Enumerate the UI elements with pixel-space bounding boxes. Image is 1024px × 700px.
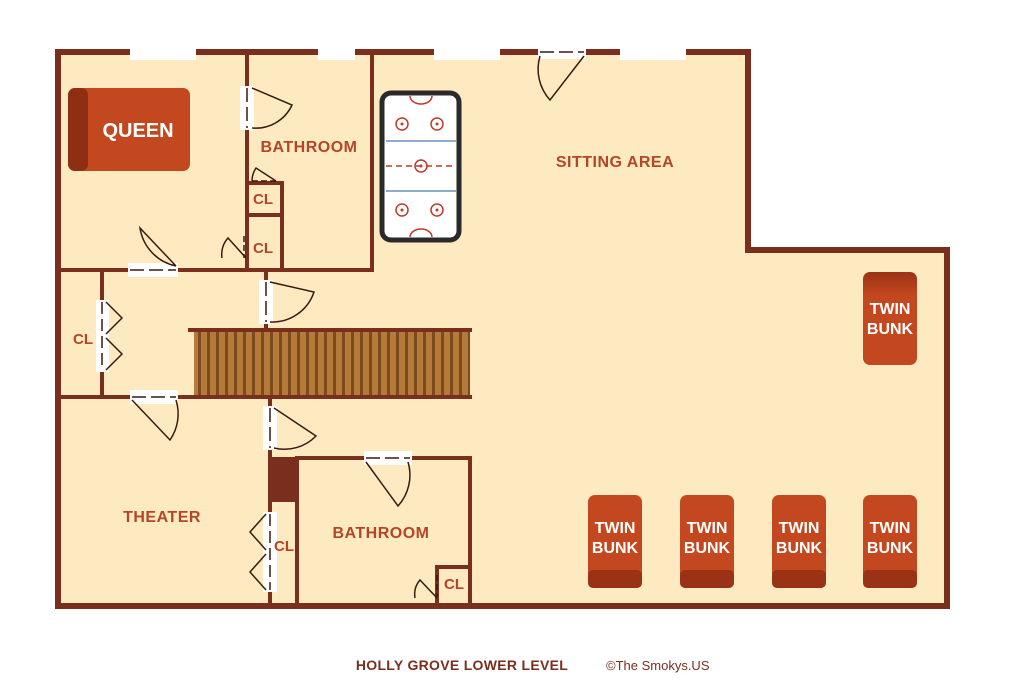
pillar xyxy=(269,457,297,500)
closet-label: CL xyxy=(73,331,93,348)
room-label-sitting-area: SITTING AREA xyxy=(556,154,674,171)
room-label-bathroom-lower: BATHROOM xyxy=(332,525,429,542)
doors xyxy=(96,45,586,599)
door[interactable] xyxy=(96,300,124,372)
door[interactable] xyxy=(251,166,277,182)
plan-title: HOLLY GROVE LOWER LEVEL xyxy=(356,657,568,673)
window xyxy=(318,45,355,60)
room-label-bathroom-upper: BATHROOM xyxy=(260,139,357,156)
twin-bunk-1: TWIN BUNK xyxy=(588,495,642,588)
twin-bunk-4: TWIN BUNK xyxy=(863,495,917,588)
staircase[interactable] xyxy=(194,332,470,395)
twin-bunk-label: TWIN xyxy=(870,301,911,318)
closet-label: CL xyxy=(444,576,464,593)
twin-bunk-label: TWIN xyxy=(595,520,636,537)
door[interactable] xyxy=(537,45,586,102)
door[interactable] xyxy=(263,406,318,451)
door[interactable] xyxy=(259,280,315,324)
copyright: ©The Smokys.US xyxy=(606,658,710,673)
closet-label: CL xyxy=(253,191,273,208)
twin-bunk-label: TWIN xyxy=(687,520,728,537)
outer-wall xyxy=(55,49,950,609)
door[interactable] xyxy=(413,575,438,599)
door[interactable] xyxy=(240,86,294,130)
twin-bunk-label: BUNK xyxy=(684,540,731,557)
twin-bunk-label: TWIN xyxy=(870,520,911,537)
air-hockey-table[interactable] xyxy=(379,90,462,243)
twin-bunk-label: BUNK xyxy=(867,321,914,338)
door[interactable] xyxy=(364,451,412,508)
windows xyxy=(130,45,686,60)
door[interactable] xyxy=(130,390,179,442)
window xyxy=(130,45,196,60)
queen-bed: QUEEN xyxy=(68,88,190,171)
closet-label: CL xyxy=(253,240,273,257)
twin-bunk-label: BUNK xyxy=(867,540,914,557)
door[interactable] xyxy=(220,236,247,259)
twin-bunk-3: TWIN BUNK xyxy=(772,495,826,588)
door[interactable] xyxy=(248,512,277,592)
twin-bunk-right: TWIN BUNK xyxy=(863,272,917,365)
twin-bunk-label: BUNK xyxy=(776,540,823,557)
queen-bed-label: QUEEN xyxy=(102,120,173,142)
twin-bunk-label: TWIN xyxy=(779,520,820,537)
twin-bunk-2: TWIN BUNK xyxy=(680,495,734,588)
door[interactable] xyxy=(128,225,178,277)
room-label-theater: THEATER xyxy=(123,509,201,526)
closet-label: CL xyxy=(274,538,294,555)
window xyxy=(620,45,686,60)
window xyxy=(434,45,500,60)
twin-bunk-label: BUNK xyxy=(592,540,639,557)
